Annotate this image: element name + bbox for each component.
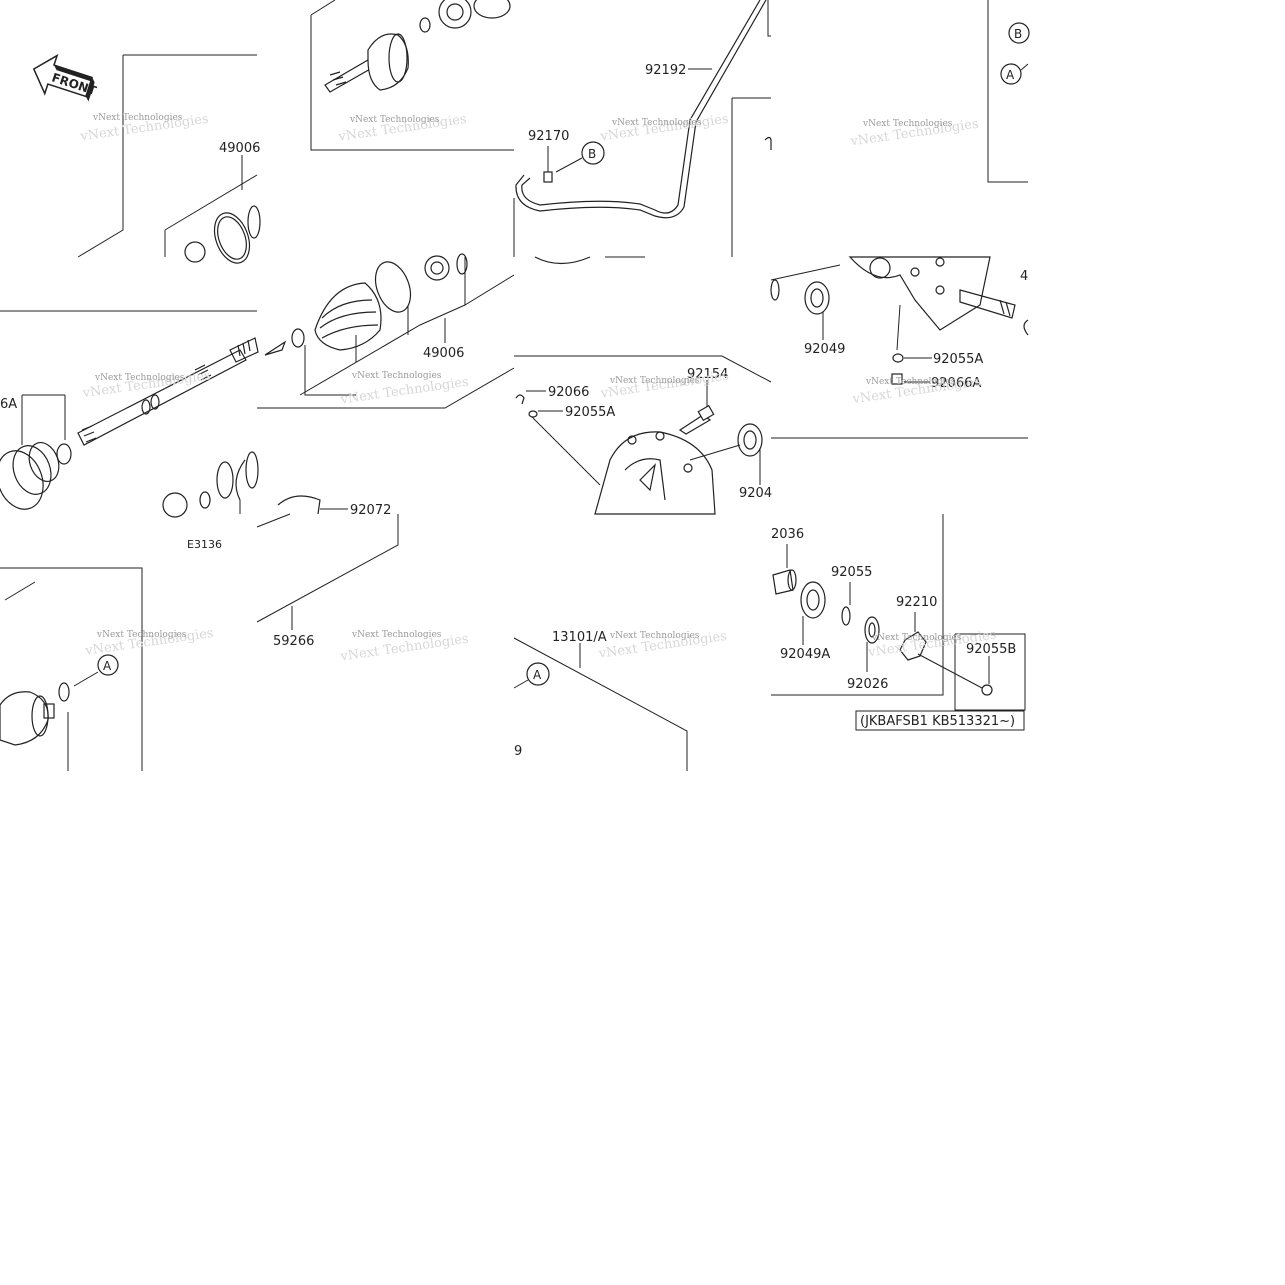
callout-a-letter: A: [103, 659, 112, 673]
svg-text:vNext Technologies: vNext Technologies: [609, 376, 700, 386]
watermark: vNext Technologies vNext Technologies: [849, 117, 980, 150]
tile-bottom-right: 2036 92055 92049A 92210 92026 92055B (JK…: [771, 514, 1026, 731]
callout-b-circle: [1008, 22, 1030, 44]
label-92210: 92210: [896, 595, 937, 610]
tile-top-center: vNext Technologies vNext Technologies: [310, 0, 515, 257]
label-92066a: 92066A: [931, 376, 981, 391]
svg-text:vNext Technologies: vNext Technologies: [349, 115, 440, 125]
label-92055a: 92055A: [565, 405, 615, 420]
label-2036: 2036: [771, 527, 804, 542]
label-92055b: 92055B: [966, 642, 1016, 657]
callout-b-circle: [581, 141, 605, 165]
watermark: vNext Technologies vNext Technologies: [84, 626, 215, 659]
svg-text:vNext Technologies: vNext Technologies: [92, 113, 183, 123]
svg-text:vNext Technologies: vNext Technologies: [351, 371, 442, 381]
svg-text:vNext Technologies: vNext Technologies: [599, 112, 730, 145]
label-9204: 9204: [739, 486, 772, 501]
label-13101a: 13101/A: [552, 630, 607, 645]
front-arrow-badge: FRONT: [32, 53, 99, 102]
tile-bottom-middle: 13101/A A 9 vNext Technologies vNext Tec…: [513, 629, 728, 771]
tile-mid-left: 6A vNext Technologies vNext Technologies: [0, 310, 259, 518]
svg-text:vNext Technologies: vNext Technologies: [862, 119, 953, 129]
gear-case: [848, 256, 1029, 336]
tile-bottom-left: E3136 A vNext Technologies vNext Technol…: [0, 538, 222, 771]
drive-shaft: [77, 337, 259, 446]
label-92066: 92066: [548, 385, 589, 400]
svg-text:vNext Technologies: vNext Technologies: [609, 631, 700, 641]
label-9: 9: [514, 744, 522, 759]
tile-top-left: FRONT 49006 vNext Technologies vNext Tec…: [32, 53, 261, 264]
tile-mid-right: 92049 92055A 92066A 4 vNext Technologies…: [770, 256, 1029, 439]
svg-text:vNext Technologies: vNext Technologies: [351, 630, 442, 640]
label-e3136: E3136: [187, 538, 222, 551]
callout-a-letter: A: [1006, 68, 1015, 82]
label-92049: 92049: [804, 342, 845, 357]
label-59266: 59266: [273, 634, 314, 649]
watermark: vNext Technologies vNext Technologies: [339, 371, 470, 408]
cv-joint-outer: [324, 33, 409, 93]
callout-a-circle: [1000, 63, 1022, 85]
svg-text:vNext Technologies: vNext Technologies: [96, 630, 187, 640]
tile-mid-center: 49006 92072 vNext Technologies vNext Tec…: [257, 253, 515, 518]
callout-b-letter: B: [1014, 27, 1022, 41]
tile-top-middle: 92192 92170 B vNext Technologies vNext T…: [515, 0, 772, 265]
inner-boot: [264, 253, 468, 356]
svg-text:vNext Technologies: vNext Technologies: [865, 377, 956, 387]
label-4: 4: [1020, 269, 1028, 284]
differential-housing: [594, 431, 716, 515]
label-49006-top: 49006: [219, 141, 260, 156]
watermark: vNext Technologies vNext Technologies: [339, 630, 470, 665]
svg-text:vNext Technologies: vNext Technologies: [94, 373, 185, 383]
label-49006-mid: 49006: [423, 346, 464, 361]
svg-text:vNext Technologies: vNext Technologies: [611, 118, 702, 128]
watermark: vNext Technologies vNext Technologies: [599, 112, 730, 145]
label-92055a-right: 92055A: [933, 352, 983, 367]
watermark: vNext Technologies vNext Technologies: [337, 112, 468, 145]
cv-joint-inner: [0, 691, 55, 746]
tile-top-right: B A vNext Technologies vNext Technologie…: [849, 0, 1030, 183]
callout-a-letter: A: [533, 668, 542, 682]
cv-boot: [0, 442, 72, 510]
watermark: vNext Technologies vNext Technologies: [79, 112, 210, 145]
label-6a: 6A: [0, 397, 17, 412]
label-92049a: 92049A: [780, 647, 830, 662]
serial-range-note: (JKBAFSB1 KB513321~): [860, 714, 1015, 729]
callout-a-circle: [526, 662, 550, 686]
label-92072: 92072: [350, 503, 391, 518]
callout-a-circle: [97, 654, 119, 676]
callout-b-letter: B: [588, 147, 596, 161]
tile-bottom-center: 59266 vNext Technologies vNext Technolog…: [256, 513, 470, 665]
watermark: vNext Technologies vNext Technologies: [599, 369, 730, 402]
label-92055: 92055: [831, 565, 872, 580]
tile-mid-middle: 92066 92055A 92154 9204 vNext Technologi…: [514, 355, 772, 515]
label-92192: 92192: [645, 63, 686, 78]
watermark: vNext Technologies vNext Technologies: [81, 368, 212, 401]
label-92154: 92154: [687, 367, 728, 382]
svg-text:vNext Technologies: vNext Technologies: [871, 633, 962, 643]
watermark: vNext Technologies vNext Technologies: [597, 629, 728, 662]
label-92170: 92170: [528, 129, 569, 144]
label-92026: 92026: [847, 677, 888, 692]
watermark: vNext Technologies vNext Technologies: [851, 374, 982, 407]
